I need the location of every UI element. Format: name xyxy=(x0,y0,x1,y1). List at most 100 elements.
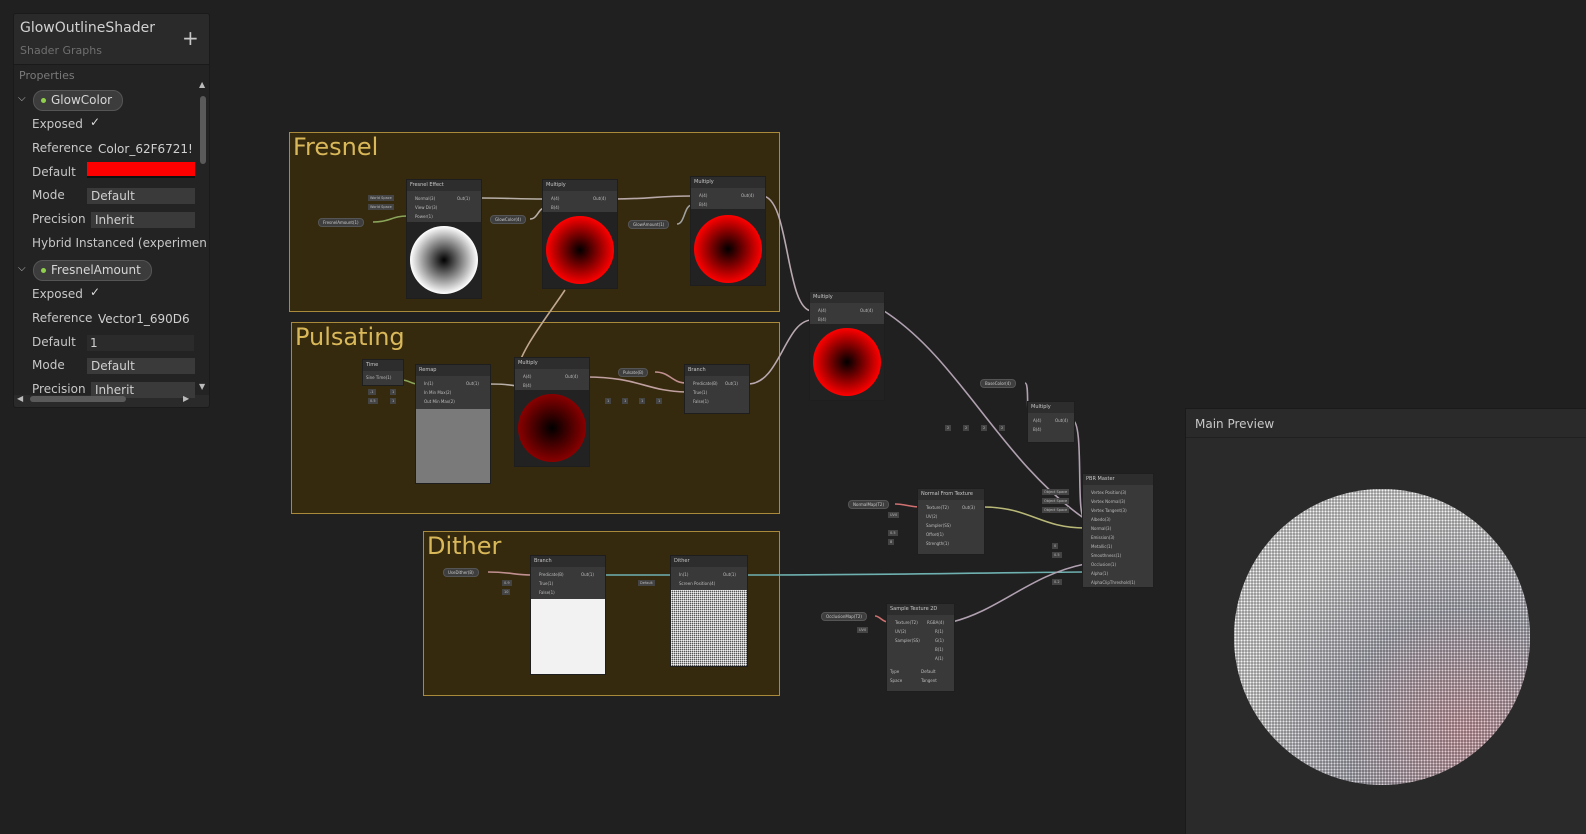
precision-dropdown[interactable]: Inherit xyxy=(91,382,195,398)
default-color-swatch[interactable] xyxy=(87,162,195,178)
port-label[interactable]: Strength(1) xyxy=(926,541,949,546)
port-label[interactable]: A(4) xyxy=(551,196,560,201)
nft-uv-dropdown[interactable]: UV0 xyxy=(888,512,900,518)
port-label[interactable]: In(1) xyxy=(679,572,689,577)
port-label[interactable]: False(1) xyxy=(539,590,555,595)
sample-uv-dropdown[interactable]: UV0 xyxy=(857,627,869,633)
reference-input[interactable]: Color_62F6721! xyxy=(98,142,193,156)
port-label[interactable]: Sine Time(1) xyxy=(366,375,392,380)
property-chip-usedither[interactable]: UseDither(B) xyxy=(443,568,479,577)
multiply-b-w[interactable]: 2 xyxy=(999,425,1006,431)
port-label[interactable]: Predicate(B) xyxy=(539,572,564,577)
node-input-tag[interactable]: World Space xyxy=(368,204,394,210)
default-input[interactable]: 1 xyxy=(87,335,194,351)
port-label[interactable]: Metallic(1) xyxy=(1091,544,1113,549)
port-label[interactable]: Smoothness(1) xyxy=(1091,553,1122,558)
vertical-scrollbar[interactable]: ▲ ▼ xyxy=(199,80,207,391)
port-label[interactable]: A(4) xyxy=(818,308,827,313)
mode-dropdown[interactable]: Default xyxy=(87,188,195,204)
port-label[interactable]: Screen Position(4) xyxy=(679,581,716,586)
preview-sphere[interactable] xyxy=(1186,438,1586,834)
port-label[interactable]: A(4) xyxy=(1033,418,1042,423)
node-remap[interactable]: Remap In(1) In Min Max(2) Out Min Max(2)… xyxy=(415,364,491,484)
nft-strength-input[interactable]: 8 xyxy=(888,539,895,545)
port-label[interactable]: Sampler(SS) xyxy=(895,638,920,643)
pbr-vertex-position-space[interactable]: Object Space xyxy=(1042,489,1070,495)
remap-out-min[interactable]: 0.5 xyxy=(368,398,378,404)
nft-offset-input[interactable]: 0.5 xyxy=(888,530,898,536)
node-multiply[interactable]: Multiply A(4) B(4) Out(4) xyxy=(809,291,885,401)
main-preview-panel[interactable]: Main Preview xyxy=(1185,408,1586,834)
property-chip-glowcolor[interactable]: GlowColor(4) xyxy=(490,215,527,224)
port-label[interactable]: False(1) xyxy=(693,399,709,404)
node-time[interactable]: Time Sine Time(1) xyxy=(362,359,404,386)
port-label[interactable]: Emission(3) xyxy=(1091,535,1115,540)
port-label[interactable]: R(1) xyxy=(935,629,944,634)
property-pill-fresnelamount[interactable]: FresnelAmount xyxy=(33,260,152,281)
port-label[interactable]: A(4) xyxy=(699,193,708,198)
port-label[interactable]: True(1) xyxy=(539,581,554,586)
group-title-dither[interactable]: Dither xyxy=(427,532,502,560)
node-dither[interactable]: Dither In(1) Screen Position(4) Out(1) xyxy=(670,555,748,667)
port-label[interactable]: Offset(1) xyxy=(926,532,944,537)
property-pill-glowcolor[interactable]: GlowColor xyxy=(33,90,124,111)
pbr-alpha-clip-input[interactable]: 0.2 xyxy=(1052,579,1062,585)
port-label[interactable]: View Dir(3) xyxy=(415,205,438,210)
node-branch[interactable]: Branch Predicate(B) True(1) False(1) Out… xyxy=(684,364,750,414)
pbr-metallic-input[interactable]: 0 xyxy=(1052,543,1059,549)
space-dropdown[interactable]: Tangent xyxy=(921,678,937,683)
port-label[interactable]: Out(1) xyxy=(457,196,470,201)
port-label[interactable]: Occlusion(1) xyxy=(1091,562,1117,567)
scroll-down-icon[interactable]: ▼ xyxy=(199,382,206,391)
pbr-smoothness-input[interactable]: 0.5 xyxy=(1052,552,1062,558)
node-multiply[interactable]: Multiply A(4) B(4) Out(4) xyxy=(1027,401,1075,443)
branch-false-y[interactable]: 1 xyxy=(622,398,629,404)
group-title-pulsating[interactable]: Pulsating xyxy=(295,323,405,351)
node-multiply[interactable]: Multiply A(4) B(4) Out(4) xyxy=(690,176,766,286)
port-label[interactable]: G(1) xyxy=(935,638,944,643)
port-label[interactable]: B(4) xyxy=(1033,427,1042,432)
property-chip-occlusionmap[interactable]: OcclusionMap(T2) xyxy=(821,612,867,621)
port-label[interactable]: Sampler(SS) xyxy=(926,523,951,528)
node-branch[interactable]: Branch Predicate(B) True(1) False(1) Out… xyxy=(530,555,606,675)
property-chip-basecolor[interactable]: BaseColor(4) xyxy=(980,379,1016,388)
scroll-up-icon[interactable]: ▲ xyxy=(199,80,206,89)
multiply-b-x[interactable]: 2 xyxy=(945,425,952,431)
port-label[interactable]: Out Min Max(2) xyxy=(424,399,455,404)
port-label[interactable]: Vertex Normal(3) xyxy=(1091,499,1126,504)
dither-screen-position-dropdown[interactable]: Default xyxy=(638,580,655,586)
port-label[interactable]: B(4) xyxy=(551,205,560,210)
property-chip-fresnelamount[interactable]: FresnelAmount(1) xyxy=(318,218,364,227)
multiply-b-z[interactable]: 2 xyxy=(981,425,988,431)
remap-in-min[interactable]: -1 xyxy=(368,389,376,395)
port-label[interactable]: Out(1) xyxy=(581,572,594,577)
port-label[interactable]: B(4) xyxy=(818,317,827,322)
mode-dropdown[interactable]: Default xyxy=(87,358,195,374)
remap-in-max[interactable]: 1 xyxy=(390,389,397,395)
port-label[interactable]: Power(1) xyxy=(415,214,433,219)
port-label[interactable]: B(1) xyxy=(935,647,944,652)
scroll-right-icon[interactable]: ▶ xyxy=(183,394,190,403)
node-normal-from-texture[interactable]: Normal From Texture Texture(T2) UV(2) Sa… xyxy=(917,488,985,555)
scroll-left-icon[interactable]: ◀ xyxy=(17,394,24,403)
port-label[interactable]: UV(2) xyxy=(926,514,938,519)
port-label[interactable]: Normal(3) xyxy=(415,196,436,201)
port-label[interactable]: B(4) xyxy=(523,383,532,388)
branch-false-x[interactable]: 1 xyxy=(605,398,612,404)
port-label[interactable]: A(1) xyxy=(935,656,944,661)
port-label[interactable]: Out(1) xyxy=(723,572,736,577)
port-label[interactable]: Out(1) xyxy=(466,381,479,386)
branch-false-w[interactable]: 1 xyxy=(656,398,663,404)
node-input-tag[interactable]: World Space xyxy=(368,195,394,201)
node-pbr-master[interactable]: PBR Master Vertex Position(3) Vertex Nor… xyxy=(1082,473,1154,588)
port-label[interactable]: Texture(T2) xyxy=(895,620,918,625)
pbr-vertex-normal-space[interactable]: Object Space xyxy=(1042,498,1070,504)
port-label[interactable]: Out(4) xyxy=(593,196,606,201)
port-label[interactable]: In(1) xyxy=(424,381,434,386)
port-label[interactable]: B(4) xyxy=(699,202,708,207)
port-label[interactable]: Predicate(B) xyxy=(693,381,718,386)
horizontal-scrollbar[interactable] xyxy=(28,394,190,404)
branch-false-value[interactable]: 10 xyxy=(502,589,511,595)
property-chip-normalmap[interactable]: NormalMap(T2) xyxy=(848,500,890,509)
port-label[interactable]: Vertex Position(3) xyxy=(1091,490,1127,495)
